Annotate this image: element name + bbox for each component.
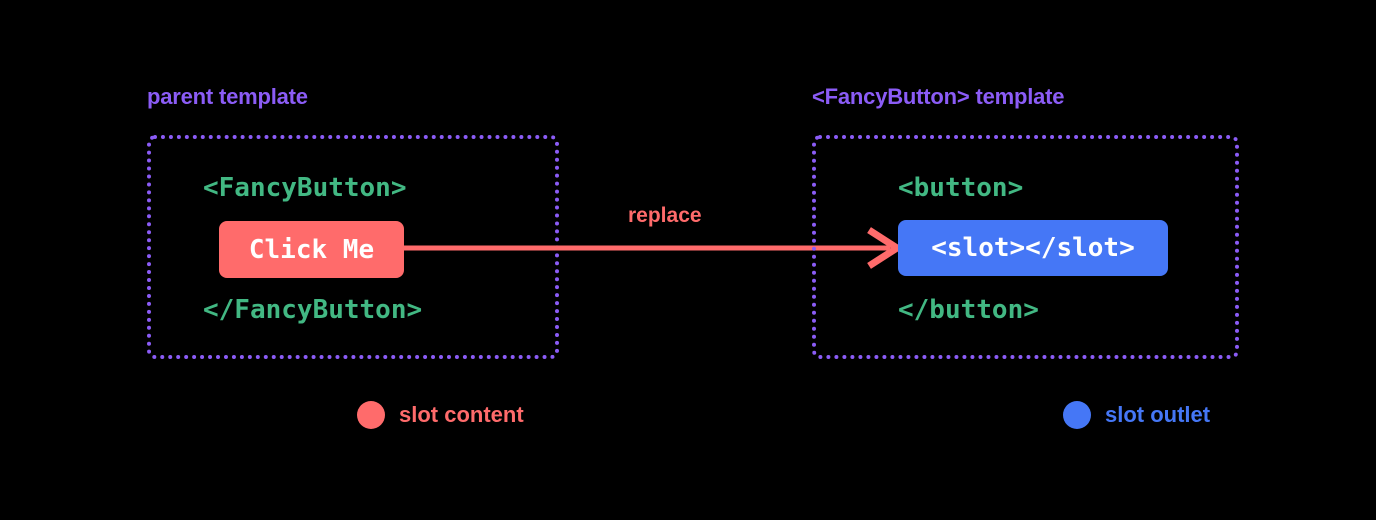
legend-dot-slot-outlet-icon	[1063, 401, 1091, 429]
parent-template-title: parent template	[147, 84, 308, 109]
slot-outlet-chip: <slot></slot>	[898, 220, 1168, 276]
replace-arrow-icon	[398, 227, 904, 269]
fancybutton-template-title: <FancyButton> template	[812, 84, 1065, 109]
legend-label-slot-outlet: slot outlet	[1105, 402, 1211, 427]
code-close-fancybutton: </FancyButton>	[203, 295, 423, 325]
legend-label-slot-content: slot content	[399, 402, 524, 427]
slot-content-chip-label: Click Me	[248, 234, 375, 265]
fancybutton-template-box	[812, 135, 1239, 359]
legend-dot-slot-content-icon	[357, 401, 385, 429]
code-open-button: <button>	[898, 173, 1024, 203]
slot-content-chip: Click Me	[219, 221, 404, 278]
slot-outlet-chip-label: <slot></slot>	[931, 233, 1135, 263]
legend-item-slot-content: slot content	[357, 401, 524, 429]
legend-item-slot-outlet: slot outlet	[1063, 401, 1210, 429]
code-close-button: </button>	[898, 295, 1039, 325]
arrow-label-replace: replace	[628, 204, 702, 227]
code-open-fancybutton: <FancyButton>	[203, 173, 407, 203]
